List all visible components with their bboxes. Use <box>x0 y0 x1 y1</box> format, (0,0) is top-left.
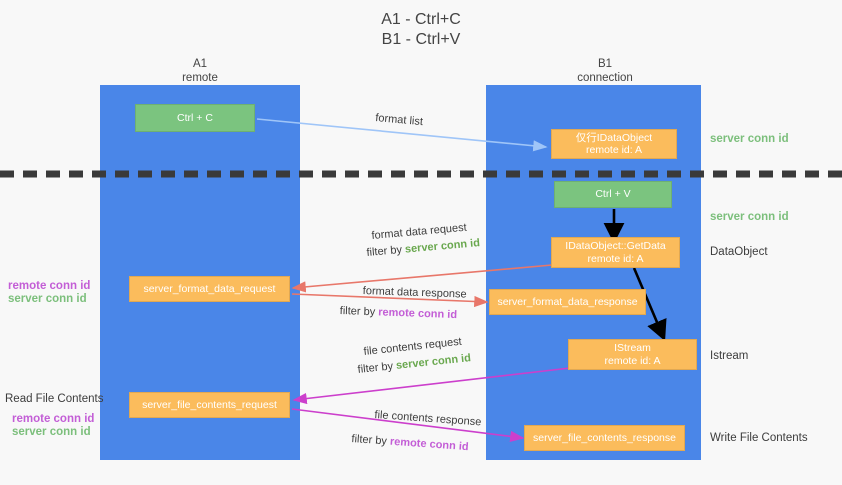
box-istream-line1: IStream <box>614 342 651 354</box>
edge-label-format-list: format list <box>374 111 424 129</box>
left-label-remote-conn-id-1: remote conn id <box>8 280 91 292</box>
filter-prefix: filter by <box>357 359 397 376</box>
filter-prefix: filter by <box>351 432 391 448</box>
right-label-server-conn-id-mid: server conn id <box>710 211 789 223</box>
left-label-read-file-contents: Read File Contents <box>5 393 104 405</box>
lane-b1-header: B1 connection <box>525 58 685 85</box>
box-ctrl-v-label: Ctrl + V <box>595 188 631 201</box>
filter-value-remote-conn-id: remote conn id <box>389 435 470 454</box>
box-server-file-contents-request[interactable]: server_file_contents_request <box>129 392 290 418</box>
left-label-server-conn-id-1: server conn id <box>8 293 87 305</box>
box-idataobject-line1: 仅行IDataObject <box>575 131 653 144</box>
box-server-format-data-response-label: server_format_data_response <box>497 295 638 308</box>
box-idataobject[interactable]: 仅行IDataObject remote id: A <box>551 129 677 159</box>
left-label-remote-conn-id-2: remote conn id <box>12 413 95 425</box>
box-idataobject-getdata-line1: IDataObject::GetData <box>565 240 666 252</box>
box-server-format-data-request[interactable]: server_format_data_request <box>129 276 290 302</box>
box-idataobject-getdata-line2: remote id: A <box>587 252 644 265</box>
box-ctrl-c[interactable]: Ctrl + C <box>135 104 255 132</box>
edge-label-format-data-response: format data response <box>362 284 467 301</box>
title-line-2: B1 - Ctrl+V <box>381 31 461 48</box>
box-server-format-data-request-label: server_format_data_request <box>143 282 276 295</box>
box-server-format-data-response[interactable]: server_format_data_response <box>489 289 646 315</box>
edge-label-format-data-response-filter: filter by remote conn id <box>340 304 458 322</box>
filter-prefix: filter by <box>339 304 379 319</box>
box-ctrl-c-label: Ctrl + C <box>177 111 213 124</box>
box-istream[interactable]: IStream remote id: A <box>568 339 697 370</box>
box-istream-line2: remote id: A <box>604 354 661 367</box>
lane-a1-title: A1 <box>192 58 208 70</box>
lane-b1-subtitle: connection <box>577 71 633 84</box>
box-server-file-contents-response[interactable]: server_file_contents_response <box>524 425 685 451</box>
title-line-1: A1 - Ctrl+C <box>381 11 461 28</box>
right-label-server-conn-id-top: server conn id <box>710 133 789 145</box>
edge-label-file-contents-response-filter: filter by remote conn id <box>351 432 469 454</box>
box-server-file-contents-response-label: server_file_contents_response <box>532 431 676 444</box>
right-label-istream: Istream <box>710 350 749 362</box>
edge-label-file-contents-response: file contents response <box>374 408 482 429</box>
right-label-dataobject: DataObject <box>710 246 768 258</box>
box-server-file-contents-request-label: server_file_contents_request <box>142 398 277 411</box>
filter-value-remote-conn-id: remote conn id <box>378 306 458 322</box>
box-idataobject-line2: remote id: A <box>585 144 643 156</box>
filter-value-server-conn-id: server conn id <box>395 352 472 372</box>
left-label-server-conn-id-2: server conn id <box>12 426 91 438</box>
lane-a1-subtitle: remote <box>182 71 218 84</box>
lane-a1-header: A1 remote <box>120 58 280 85</box>
filter-value-server-conn-id: server conn id <box>404 237 481 256</box>
box-ctrl-v[interactable]: Ctrl + V <box>554 181 672 208</box>
lane-b1-title: B1 <box>597 58 613 70</box>
page-title: A1 - Ctrl+C B1 - Ctrl+V <box>0 10 842 50</box>
filter-prefix: filter by <box>366 243 406 259</box>
box-idataobject-getdata[interactable]: IDataObject::GetData remote id: A <box>551 237 680 268</box>
right-label-write-file-contents: Write File Contents <box>710 432 808 444</box>
